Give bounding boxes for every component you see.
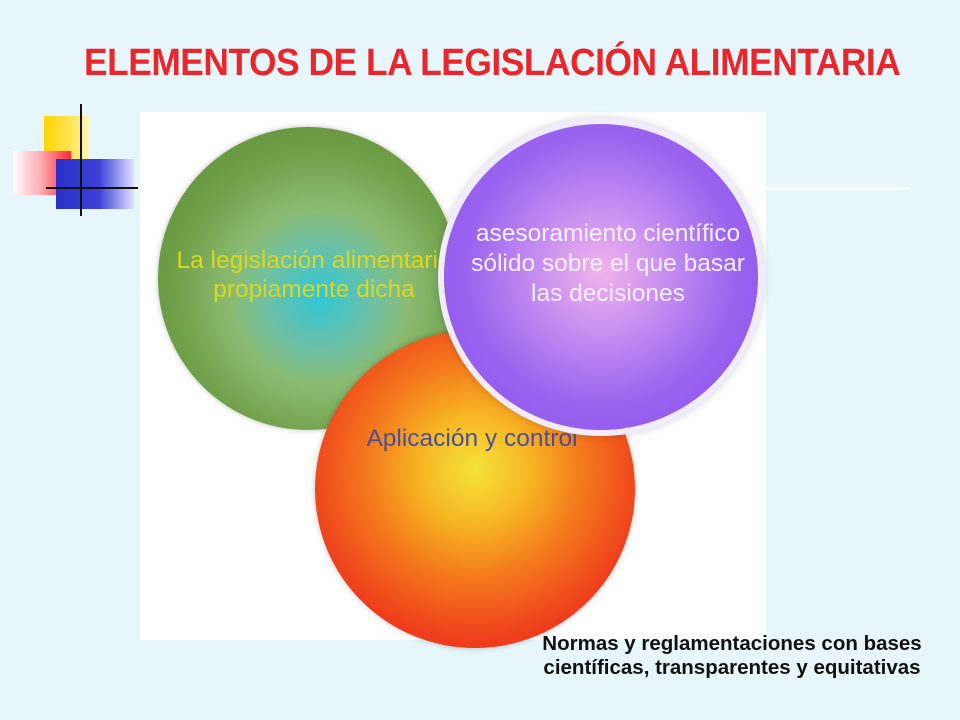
circle-aplicacion-label: Aplicación y control: [366, 424, 578, 452]
vertical-line: [80, 104, 82, 216]
venn-diagram-panel: La legislación alimentaria propiamente d…: [140, 112, 766, 648]
circle-asesoramiento: asesoramiento científico sólido sobre el…: [444, 124, 758, 430]
circle-asesoramiento-label: asesoramiento científico sólido sobre el…: [471, 220, 745, 307]
footnote-text: Normas y reglamentaciones con bases cien…: [542, 632, 922, 679]
slide-title: ELEMENTOS DE LA LEGISLACIÓN ALIMENTARIA: [84, 42, 901, 84]
horizontal-line: [46, 187, 138, 189]
circle-legislacion-label: La legislación alimentaria propiamente d…: [176, 246, 452, 303]
decorative-squares-logo: [10, 100, 140, 220]
blue-square: [56, 159, 134, 209]
title-rule: [740, 187, 910, 190]
